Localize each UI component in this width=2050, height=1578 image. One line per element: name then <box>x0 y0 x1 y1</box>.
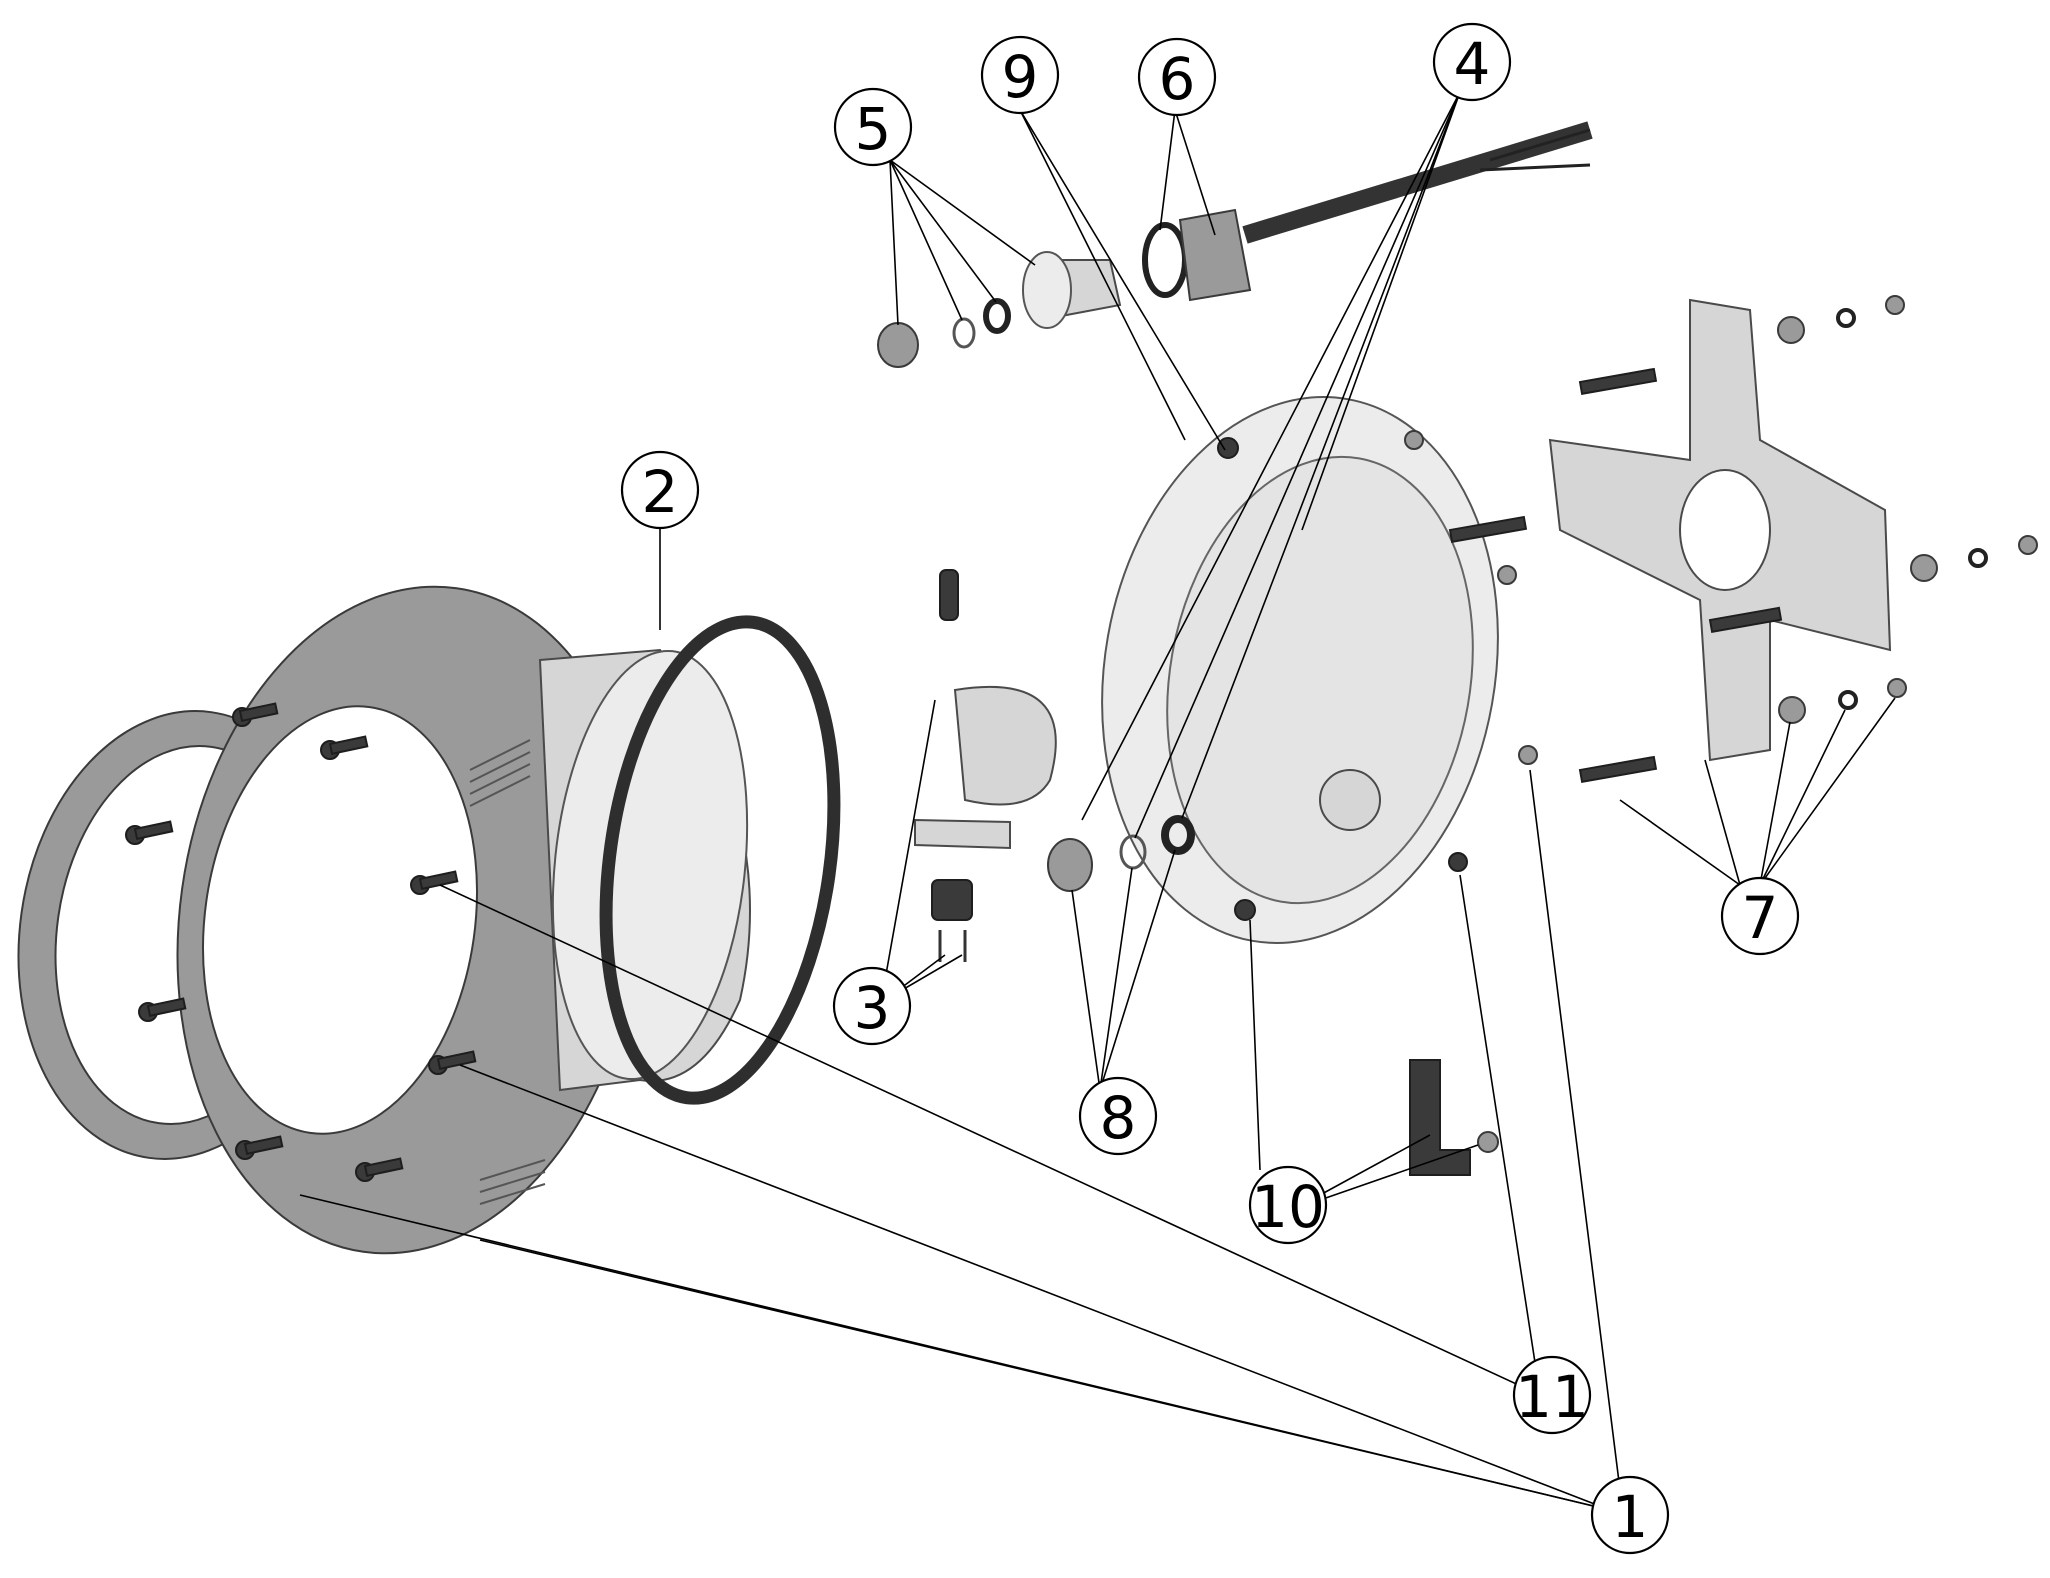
callout-5: 5 <box>833 87 913 167</box>
callout-11-label: 11 <box>1515 1363 1589 1431</box>
callout-6-label: 6 <box>1159 45 1196 113</box>
callout-11: 11 <box>1512 1355 1592 1435</box>
face-plate <box>176 585 644 1255</box>
mount-bolts <box>1448 367 1783 783</box>
callout-2-label: 2 <box>642 458 679 526</box>
circuit-board-assembly <box>914 569 1057 962</box>
bracket-clip <box>1409 1059 1499 1176</box>
gasket-ring <box>599 615 841 1105</box>
mount-washers-nuts <box>1404 295 2038 765</box>
housing-screws <box>1234 852 1468 921</box>
callout-7-label: 7 <box>1742 884 1779 952</box>
vent-slots-lower <box>479 1159 546 1205</box>
callout-5-label: 5 <box>855 95 892 163</box>
leader-lines <box>299 91 1896 1511</box>
callout-10: 10 <box>1248 1165 1328 1245</box>
callout-8-label: 8 <box>1100 1084 1137 1152</box>
cross-mount-plate <box>1548 298 1892 762</box>
vent-slots-upper <box>469 739 531 807</box>
callout-1: 1 <box>1590 1475 1670 1555</box>
lens-housing <box>538 648 751 1092</box>
main-body-housing <box>1101 396 1499 944</box>
callout-1-label: 1 <box>1612 1483 1649 1551</box>
callout-9: 9 <box>980 35 1060 115</box>
callout-3-label: 3 <box>854 974 891 1042</box>
cable-plug <box>1142 121 1593 302</box>
callout-6: 6 <box>1137 37 1217 117</box>
callout-7: 7 <box>1720 876 1800 956</box>
callout-9-label: 9 <box>1002 43 1039 111</box>
seal-parts <box>1047 815 1195 892</box>
callout-8: 8 <box>1078 1076 1158 1156</box>
callout-4: 4 <box>1432 22 1512 102</box>
face-plate-screws <box>125 702 477 1182</box>
cable-gland-parts <box>877 251 1122 368</box>
callout-10-label: 10 <box>1251 1173 1325 1241</box>
callout-3: 3 <box>832 966 912 1046</box>
callout-2: 2 <box>620 450 700 530</box>
callout-4-label: 4 <box>1454 30 1491 98</box>
